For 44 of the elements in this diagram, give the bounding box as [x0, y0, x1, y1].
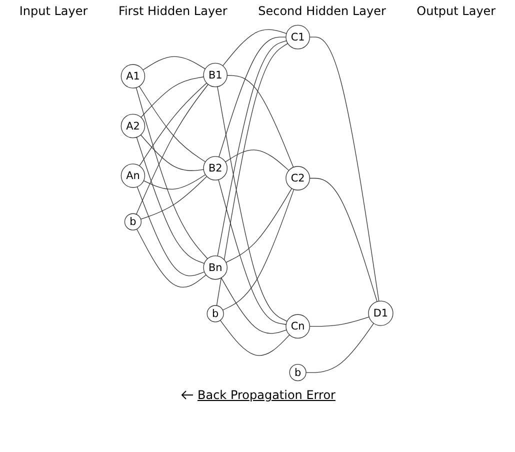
node-circle: A2 — [121, 114, 146, 138]
connector — [306, 322, 374, 373]
connector — [137, 186, 206, 276]
node-circle: C2 — [286, 166, 310, 190]
connector — [216, 43, 289, 306]
layer-heading: Second Hidden Layer — [258, 4, 386, 18]
node-circle: b — [124, 213, 142, 230]
connector — [136, 136, 206, 264]
connector — [226, 188, 292, 263]
connector — [140, 134, 204, 171]
node-circle: C1 — [286, 24, 310, 50]
connector — [136, 84, 209, 215]
connector — [222, 189, 295, 310]
note-text: Back Propagation Error — [198, 388, 336, 402]
node-circle: Cn — [286, 314, 310, 339]
connector — [218, 86, 288, 322]
node-circle: A1 — [121, 64, 146, 88]
node-circle: b — [290, 364, 307, 382]
connector — [136, 228, 207, 288]
node-circle: An — [121, 164, 146, 188]
node-circle: B1 — [204, 62, 228, 88]
node-circle: B2 — [204, 156, 228, 180]
node-circle: D1 — [368, 300, 394, 326]
connector — [218, 36, 287, 158]
connector — [227, 75, 294, 168]
connector — [225, 150, 290, 171]
connector — [144, 174, 206, 190]
connector — [143, 56, 206, 70]
connector — [220, 320, 290, 356]
node-circle: b — [207, 305, 224, 322]
connector — [310, 36, 380, 302]
connector — [218, 179, 287, 325]
connector — [310, 316, 370, 327]
layer-heading: Output Layer — [416, 4, 496, 18]
node-circle: Bn — [204, 255, 228, 280]
connector — [222, 29, 288, 66]
connector — [141, 76, 204, 118]
connector — [218, 40, 288, 256]
connector — [221, 277, 288, 334]
connector — [310, 178, 378, 302]
layer-heading: First Hidden Layer — [118, 4, 228, 18]
connector — [140, 176, 208, 220]
connector — [136, 87, 208, 260]
layer-heading: Input Layer — [19, 4, 88, 18]
